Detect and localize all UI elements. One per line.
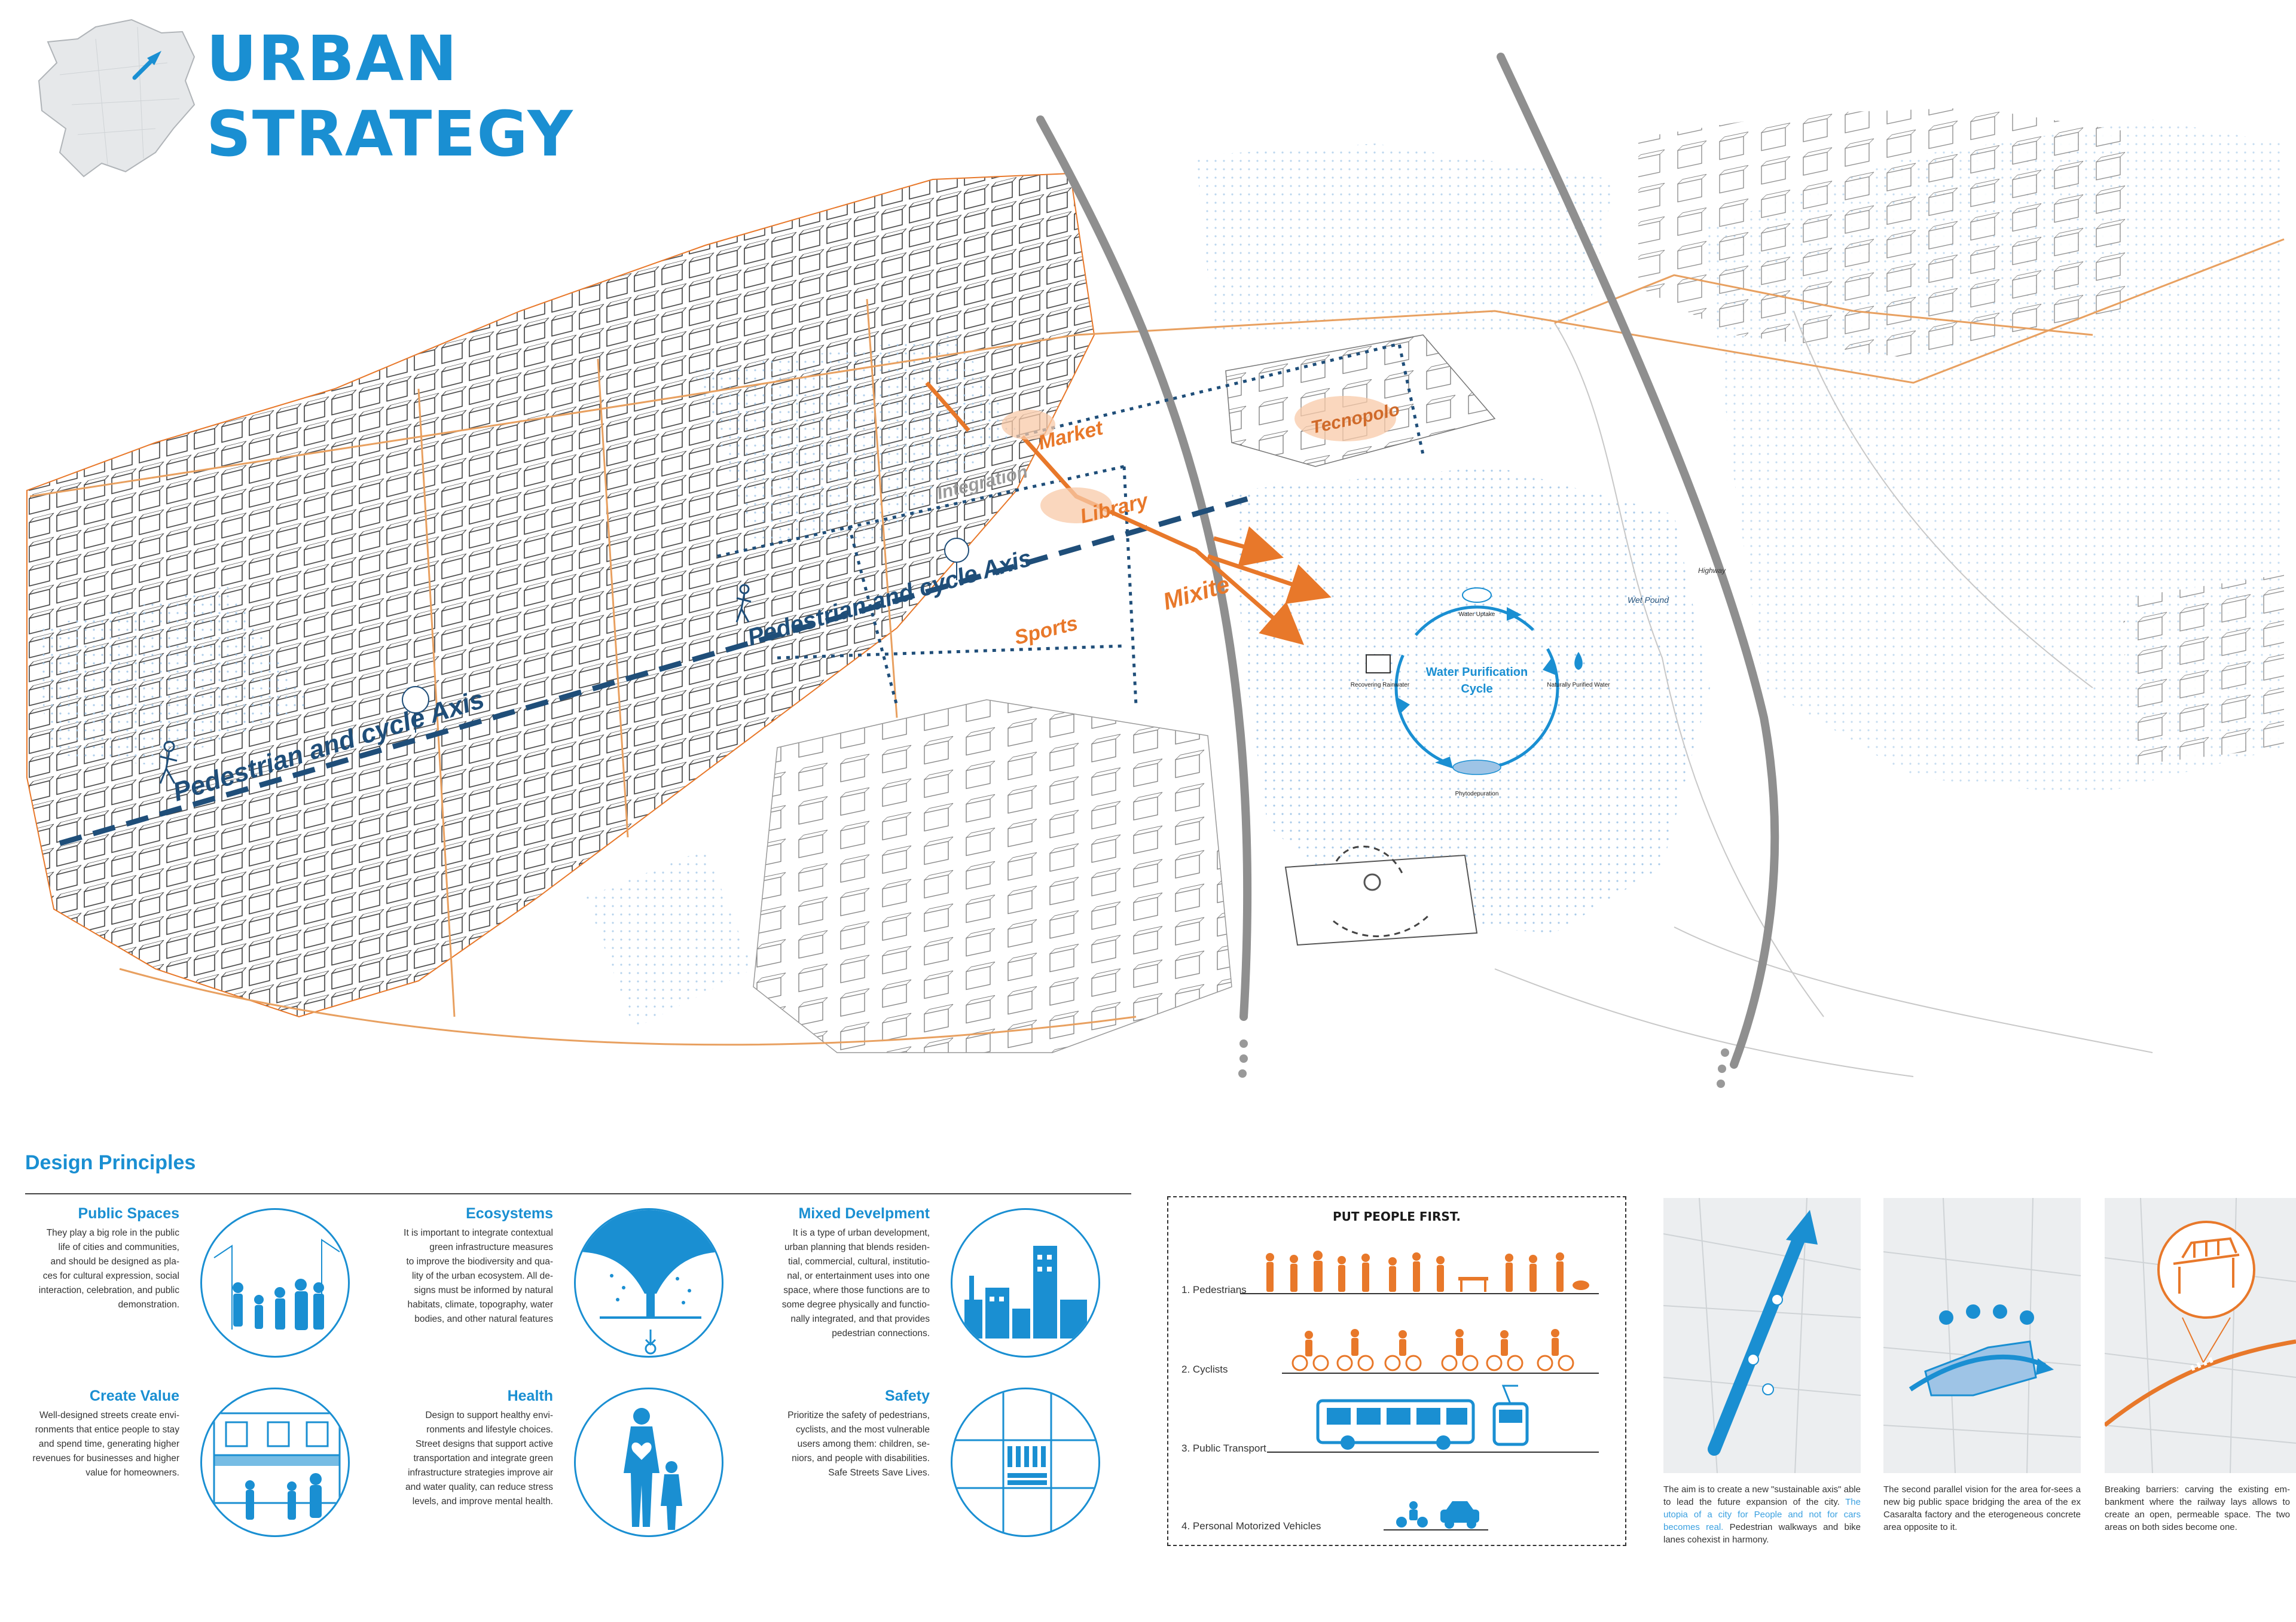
cyclists-icon	[1292, 1329, 1574, 1371]
pedestrians-icon	[1266, 1251, 1589, 1292]
caption-part-a: The aim is to create a new "sustainable …	[1663, 1484, 1861, 1507]
railway-line-2	[1497, 53, 1779, 1069]
green-area-mid	[694, 335, 1016, 538]
label-wet-pound: Wet Pound	[1628, 595, 1669, 605]
city-locator-map	[24, 15, 203, 179]
library-highlight	[1040, 487, 1112, 523]
public-spaces-illustration	[200, 1208, 350, 1358]
ecosystems-illustration	[574, 1208, 723, 1358]
caption-highlight: The utopia of a city for People and not …	[1663, 1497, 1861, 1532]
bus-tram-icon	[1316, 1385, 1529, 1450]
caption-part-c: Pedestrian walkways and bike lanes cohex…	[1663, 1522, 1861, 1545]
ppf-row-line	[1384, 1529, 1488, 1530]
tree-icon	[402, 538, 969, 733]
shop-street-icon	[213, 1412, 341, 1520]
connection-lines	[717, 342, 1425, 706]
east-buildings-south	[2123, 574, 2284, 766]
parking-lot	[1284, 854, 1478, 946]
principle-title-ecosystems: Ecosystems	[466, 1205, 553, 1222]
parent-child-heart-icon	[624, 1408, 682, 1530]
road-network	[1494, 310, 2153, 1077]
industrial-area	[753, 699, 1232, 1053]
market-highlight	[1002, 410, 1055, 440]
orange-road-network	[29, 238, 2285, 1046]
mixed-development-illustration	[951, 1208, 1100, 1358]
label-sports: Sports	[1012, 612, 1080, 650]
location-pin-icon	[1333, 845, 1430, 937]
ppf-row-pedestrians: 1. Pedestrians	[1181, 1284, 1247, 1295]
principle-text-safety: Prioritize the safety of pedestrians, cy…	[787, 1410, 930, 1478]
step-water-uptake: Water Uptake	[1459, 611, 1495, 618]
city-outline-icon	[38, 19, 196, 178]
urban-strategy-map: Market Library Mixite Sports Tecnopolo I…	[26, 53, 2285, 1088]
ppf-row-line	[1240, 1293, 1599, 1294]
principle-title-create-value: Create Value	[89, 1388, 179, 1404]
principle-text-mixed-development: It is a type of urban development, urban…	[781, 1228, 930, 1339]
walker-icon	[159, 584, 752, 784]
breaking-barriers-caption: Breaking barriers: carving the existing …	[2105, 1484, 2290, 1532]
car-scooter-icon	[1396, 1501, 1479, 1529]
tecnopolo-highlight	[1294, 396, 1396, 441]
design-principles-heading: Design Principles	[25, 1151, 196, 1174]
step-phytodepuration: Phytodepuration	[1455, 791, 1499, 797]
principle-title-health: Health	[507, 1388, 553, 1404]
breaking-barriers-diagram	[2105, 1198, 2296, 1473]
public-space-caption: The second parallel vision for the area …	[1883, 1484, 2081, 1532]
green-area-south	[586, 849, 753, 1029]
public-space-panel	[1883, 1198, 2081, 1473]
public-space-diagram	[1883, 1198, 2081, 1473]
principle-text-health: Design to support healthy envi- ronments…	[405, 1410, 553, 1507]
label-highway: Highway	[1698, 566, 1726, 575]
ppf-row-line	[1267, 1452, 1599, 1453]
put-people-first-panel: PUT PEOPLE FIRST. 1. Pedestrians 2. Cycl…	[1167, 1196, 1626, 1546]
railway-line-1	[1036, 115, 1252, 1021]
plants-icon	[1452, 760, 1501, 775]
principle-text-public-spaces: They play a big role in the public life …	[38, 1228, 179, 1310]
east-buildings	[1638, 108, 2129, 359]
city-skyline-icon	[964, 1246, 1087, 1339]
ppf-row-personal-vehicles: 4. Personal Motorized Vehicles	[1181, 1520, 1321, 1532]
principle-text-ecosystems: It is important to integrate contextual …	[404, 1228, 553, 1324]
railway-end-dots	[1238, 1039, 1729, 1088]
tree-rain-icon	[576, 1210, 722, 1355]
rainwater-tank-icon	[1366, 654, 1391, 673]
north-park-area	[1196, 144, 1614, 335]
sustainable-axis-panel	[1663, 1198, 1861, 1473]
principle-title-mixed-development: Mixed Develpment	[798, 1205, 930, 1222]
principle-title-safety: Safety	[884, 1388, 930, 1404]
water-purification-cycle: Water Purification Cycle Water Uptake Na…	[1351, 587, 1610, 797]
principle-text-create-value: Well-designed streets create envi- ronme…	[32, 1410, 179, 1478]
health-illustration	[574, 1388, 723, 1537]
mixite-flow-arrows	[925, 381, 1332, 645]
water-cycle-title-2: Cycle	[1461, 682, 1492, 696]
breaking-barriers-panel	[2105, 1198, 2296, 1473]
page-title: URBAN STRATEGY	[206, 21, 574, 172]
sustainable-axis-caption: The aim is to create a new "sustainable …	[1663, 1483, 1861, 1546]
title-line-1: URBAN	[206, 22, 459, 95]
ppf-row-line	[1282, 1373, 1599, 1374]
central-park-area	[1232, 467, 1710, 933]
green-area-left	[36, 586, 311, 766]
cloud-icon	[1462, 587, 1492, 603]
axis-arrow-diagram	[1663, 1198, 1861, 1473]
ppf-row-public-transport: 3. Public Transport	[1181, 1443, 1266, 1454]
step-recovering-rainwater: Recovering Rainwater	[1351, 682, 1410, 688]
ppf-title: PUT PEOPLE FIRST.	[1333, 1209, 1461, 1224]
crosswalk-icon	[952, 1389, 1098, 1535]
title-line-2: STRATEGY	[206, 97, 574, 170]
safety-illustration	[951, 1388, 1100, 1537]
ppf-row-cyclists: 2. Cyclists	[1181, 1364, 1228, 1375]
water-cycle-title-1: Water Purification	[1426, 666, 1528, 679]
principle-title-public-spaces: Public Spaces	[78, 1205, 179, 1222]
droplet-icon	[1574, 652, 1583, 670]
create-value-illustration	[200, 1388, 350, 1537]
people-crowd-icon	[213, 1239, 340, 1330]
step-naturally-purified: Naturally Purified Water	[1547, 682, 1610, 688]
divider-rule	[25, 1193, 1131, 1194]
